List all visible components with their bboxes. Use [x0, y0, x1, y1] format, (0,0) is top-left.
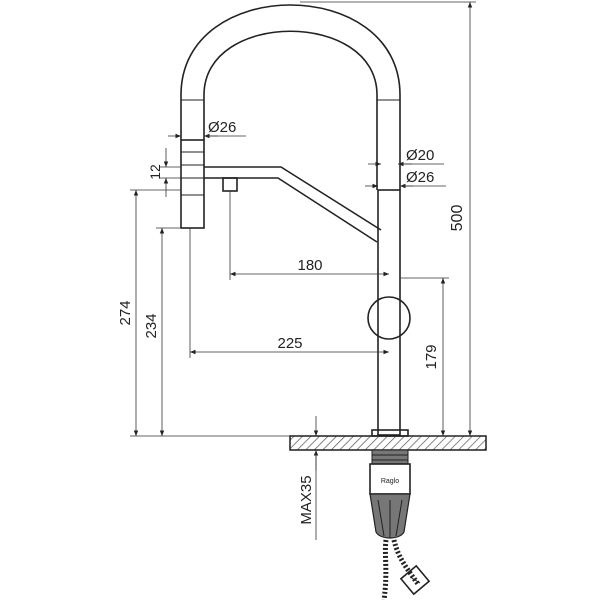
spout-arm [204, 166, 382, 243]
gooseneck-hose [180, 4, 401, 190]
label-274: 274 [117, 300, 134, 325]
mounting-shank: Raglo [369, 449, 411, 539]
dim-spout-diameter-20: Ø20 [368, 147, 444, 167]
dim-height-274: 274 [117, 189, 290, 437]
dim-reach-225: 225 [189, 228, 389, 358]
label-225: 225 [277, 335, 302, 352]
label-500: 500 [449, 205, 466, 232]
dim-total-height: 500 [300, 1, 476, 437]
spray-head [180, 139, 205, 229]
dim-max-counter: MAX35 [298, 416, 319, 540]
label-179: 179 [423, 344, 440, 369]
dim-collar-height: 12 [147, 148, 181, 197]
label-max35: MAX35 [298, 475, 315, 524]
dim-height-234: 234 [143, 227, 181, 436]
dim-handle-height: 179 [400, 277, 449, 436]
label-diameter-26: Ø26 [406, 169, 434, 186]
faucet-body [371, 189, 409, 437]
label-12: 12 [147, 164, 163, 180]
label-top-diameter: Ø26 [208, 119, 236, 136]
dim-reach-180: 180 [229, 191, 389, 280]
label-180: 180 [297, 257, 322, 274]
handle-knob [367, 296, 411, 340]
label-diameter-20: Ø20 [406, 147, 434, 164]
dim-top-hose-diameter: Ø26 [168, 119, 246, 139]
countertop [289, 435, 487, 451]
label-234: 234 [143, 313, 160, 338]
dim-spout-diameter-26: Ø26 [365, 169, 446, 189]
brand-label: Raglo [381, 478, 399, 485]
supply-hoses [381, 539, 431, 600]
